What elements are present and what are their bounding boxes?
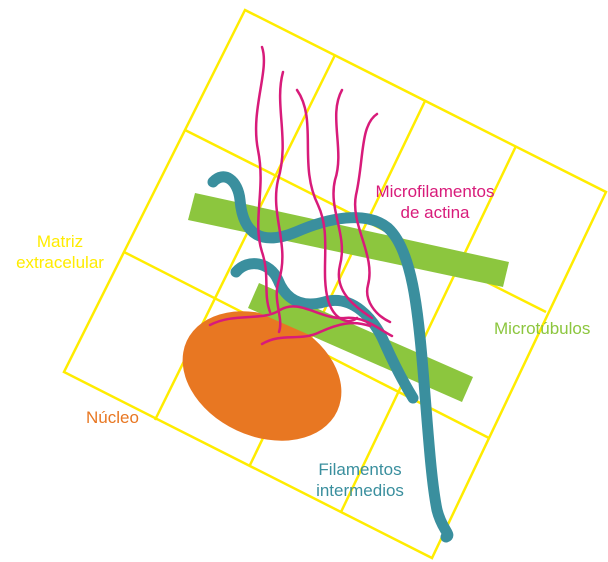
label-extracellular-matrix: Matriz extracelular	[2, 231, 118, 273]
label-extracellular-matrix-line1: Matriz	[2, 231, 118, 252]
label-actin-microfilaments-line1: Microfilamentos	[362, 181, 508, 202]
label-actin-microfilaments-line2: de actina	[362, 202, 508, 223]
label-intermediate-filaments: Filamentos intermedios	[302, 459, 418, 501]
label-extracellular-matrix-line2: extracelular	[2, 252, 118, 273]
label-actin-microfilaments: Microfilamentos de actina	[362, 181, 508, 223]
label-microtubules: Microtúbulos	[494, 318, 590, 339]
label-intermediate-filaments-line2: intermedios	[302, 480, 418, 501]
label-intermediate-filaments-line1: Filamentos	[302, 459, 418, 480]
actin-filament	[297, 90, 357, 321]
label-nucleus: Núcleo	[86, 407, 139, 428]
